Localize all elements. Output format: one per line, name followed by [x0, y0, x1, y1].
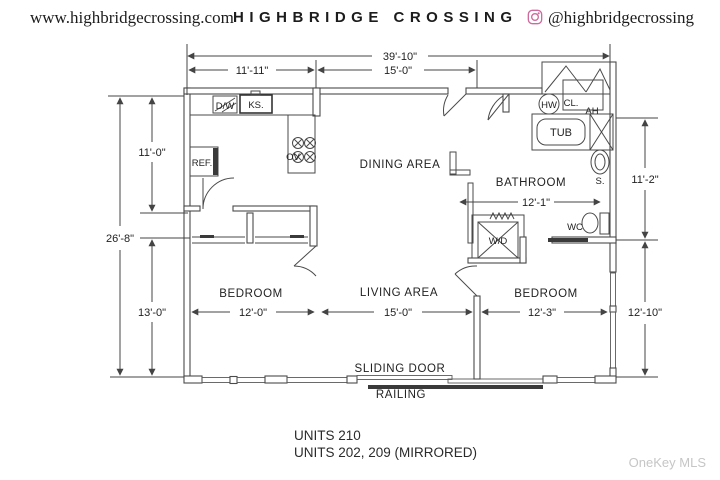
door-arc — [443, 94, 449, 117]
fixture-label-hot-water: HW — [541, 100, 557, 111]
partitions — [443, 93, 510, 380]
fixture-label-dishwasher: D/W — [216, 101, 235, 112]
air-handler — [562, 79, 604, 111]
door-leaf — [487, 93, 510, 121]
exterior-walls — [110, 61, 617, 389]
dim-bathroom-width: 12'-1" — [522, 197, 550, 209]
fixture-label-kitchen-sink: KS. — [248, 100, 263, 111]
caption-units-line2: UNITS 202, 209 (MIRRORED) — [294, 445, 477, 460]
fixture-label-oven: OV — [286, 152, 300, 163]
label-sliding-door: SLIDING DOOR — [355, 363, 446, 375]
toilet-bowl — [581, 212, 599, 234]
dim-overall-width: 39'-10" — [383, 51, 417, 63]
window — [286, 377, 348, 383]
dim-lower-left-height: 13'-0" — [138, 307, 166, 319]
fixture-label-wc: WC — [567, 222, 583, 233]
toilet-tank — [599, 212, 610, 235]
window — [610, 311, 616, 369]
bifold-door — [489, 211, 515, 221]
door-leaf — [454, 273, 478, 297]
room-label-bathroom: BATHROOM — [496, 177, 566, 189]
dishwasher — [212, 95, 238, 114]
bathroom-sink — [590, 149, 610, 175]
pocket-door — [548, 238, 588, 242]
door-arc — [487, 95, 504, 121]
header-banner: www.highbridgecrossing.com HIGHBRIDGE CR… — [0, 0, 720, 42]
brand-text: HIGHBRIDGE CROSSING — [233, 9, 518, 26]
door-arc — [293, 265, 317, 277]
room-label-living: LIVING AREA — [360, 287, 438, 299]
room-label-bedroom-left: BEDROOM — [219, 288, 283, 300]
fixture-label-refrigerator: REF. — [192, 158, 213, 169]
instagram-handle: @highbridgecrossing — [548, 8, 694, 27]
window — [236, 377, 266, 383]
stove-burners — [292, 137, 316, 163]
door-arc — [202, 177, 235, 210]
door-leaf — [293, 245, 317, 267]
watermark: OneKey MLS — [629, 455, 707, 470]
bathroom-fixtures — [467, 79, 617, 264]
kitchen — [183, 87, 321, 212]
window — [201, 377, 231, 383]
closets — [192, 205, 318, 277]
dim-upper-right-height: 11'-2" — [631, 174, 658, 186]
dim-lower-right-height: 12'-10" — [628, 307, 662, 319]
railing-bar — [368, 385, 543, 389]
dim-living-width: 15'-0" — [384, 307, 412, 319]
fixture-label-sink: S. — [596, 176, 605, 187]
dimension-lines — [108, 44, 658, 378]
door-arc — [454, 265, 478, 275]
sliding-door-panel — [447, 378, 544, 384]
window — [556, 377, 596, 383]
dim-overall-height: 26'-8" — [106, 233, 134, 245]
dim-dining-width: 15'-0" — [384, 65, 412, 77]
fixture-label-tub: TUB — [550, 127, 572, 139]
sliding-door-panel — [356, 375, 453, 380]
fixture-label-air-handler: AH — [585, 106, 598, 117]
website-text: www.highbridgecrossing.com — [30, 8, 234, 27]
dim-kitchen-width: 11'-11" — [236, 65, 269, 77]
dim-upper-left-height: 11'-0" — [138, 147, 165, 159]
bathtub — [536, 118, 586, 146]
window — [610, 272, 616, 307]
room-label-dining: DINING AREA — [360, 159, 441, 171]
fixture-label-washer-dryer: W/D — [489, 236, 508, 247]
label-railing: RAILING — [376, 389, 426, 401]
instagram-icon — [527, 9, 543, 25]
caption-units-line1: UNITS 210 — [294, 428, 361, 443]
dim-bedroom-left-width: 12'-0" — [239, 307, 267, 319]
door-leaf — [443, 93, 467, 117]
entry-closet — [541, 61, 613, 95]
room-label-bedroom-right: BEDROOM — [514, 288, 578, 300]
fixture-label-closet: CL. — [564, 98, 579, 109]
dim-bedroom-right-width: 12'-3" — [528, 307, 556, 319]
